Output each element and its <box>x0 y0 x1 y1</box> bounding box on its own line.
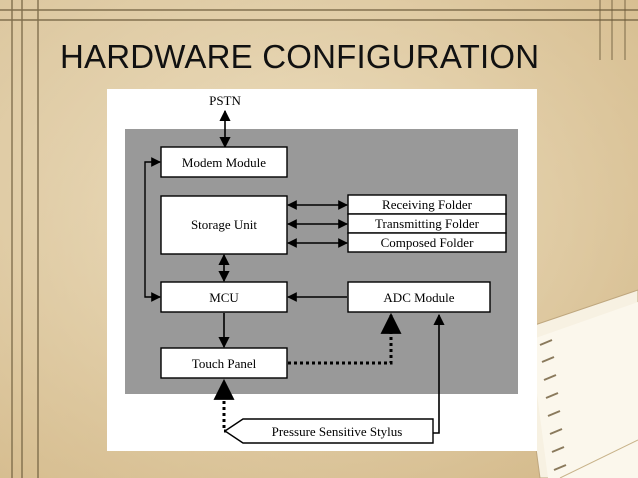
adc-module-box <box>347 281 491 313</box>
mcu-box <box>160 281 288 313</box>
notebook-decoration <box>519 289 638 478</box>
stylus-label: Pressure Sensitive Stylus <box>272 424 403 439</box>
stylus-box <box>223 418 434 444</box>
diagram-canvas: PSTN Modem Module Storage Unit Receiving… <box>125 93 518 444</box>
adc-module-label: ADC Module <box>383 290 454 305</box>
hardware-diagram: PSTN Modem Module Storage Unit Receiving… <box>107 89 537 451</box>
receiving-folder-label: Receiving Folder <box>382 197 473 212</box>
composed-folder-box <box>347 232 507 253</box>
dotted-touch-adc <box>288 312 402 365</box>
storage-unit-label: Storage Unit <box>191 217 257 232</box>
pstn-label: PSTN <box>209 93 241 108</box>
mcu-label: MCU <box>209 290 239 305</box>
touch-panel-label: Touch Panel <box>192 356 257 371</box>
touch-panel-box <box>160 347 288 379</box>
modem-module-label: Modem Module <box>182 155 266 170</box>
arrow-modem-mcu <box>144 157 161 302</box>
modem-module-box <box>160 146 288 178</box>
slide-title: HARDWARE CONFIGURATION <box>60 38 540 75</box>
transmitting-folder-label: Transmitting Folder <box>375 216 480 231</box>
arrow-stylus-adc <box>433 313 445 434</box>
composed-folder-label: Composed Folder <box>381 235 474 250</box>
